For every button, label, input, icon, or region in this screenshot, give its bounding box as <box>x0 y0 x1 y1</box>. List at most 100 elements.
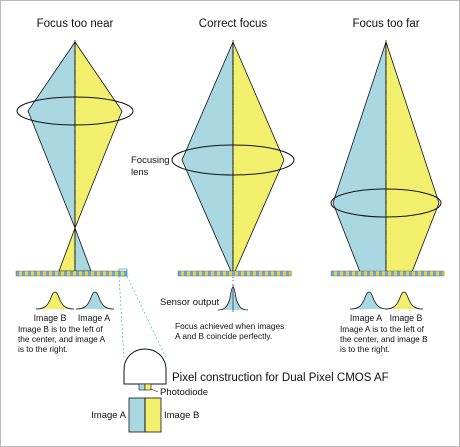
sensor-cell <box>388 271 391 276</box>
sensor-cell <box>412 271 415 276</box>
image-a-label: Image A <box>78 313 110 323</box>
sensor-cell <box>121 271 124 276</box>
sensor-cell <box>277 271 280 276</box>
sensor-cell <box>439 271 442 276</box>
focusing-lens-label-line-2: lens <box>131 167 149 178</box>
sensor-cell <box>118 271 121 276</box>
sensor-cell <box>190 271 193 276</box>
sensor-cell <box>256 271 259 276</box>
sensor-cell <box>352 271 355 276</box>
sensor-cell <box>400 271 403 276</box>
sensor-cell <box>289 271 292 276</box>
sensor-cell <box>442 271 445 276</box>
sensor-cell <box>187 271 190 276</box>
focusing-lens <box>171 144 295 176</box>
pixel-construction-title: Pixel construction for Dual Pixel CMOS A… <box>172 372 389 384</box>
yellow-light-cone <box>232 41 285 277</box>
sensor-cell <box>394 271 397 276</box>
focusing-lens-label-line-1: Focusing <box>131 155 170 166</box>
note-line-2: the center, and image B <box>340 334 428 344</box>
sensor-cell <box>262 271 265 276</box>
sensor-cell <box>70 271 73 276</box>
image-sensor-strip <box>177 270 292 277</box>
sensor-cell <box>268 271 271 276</box>
panel-correct-focus: Correct focus Focusing lens Sensor outpu… <box>131 18 295 341</box>
sensor-cell <box>376 271 379 276</box>
sensor-cell <box>373 271 376 276</box>
image-b-signal-peak <box>35 291 75 310</box>
sensor-cell <box>421 271 424 276</box>
sensor-output-label: Sensor output <box>160 297 220 308</box>
sensor-cell <box>91 271 94 276</box>
note-line-1: Image A is to the left of <box>340 324 425 334</box>
sensor-cell <box>58 271 61 276</box>
sensor-cell <box>436 271 439 276</box>
sensor-cell <box>343 271 346 276</box>
zoom-guide-left <box>118 275 125 359</box>
sensor-cell <box>259 271 262 276</box>
sensor-cell <box>208 271 211 276</box>
sensor-cell <box>397 271 400 276</box>
sensor-cell <box>178 271 181 276</box>
image-a-signal-peak <box>349 291 389 310</box>
focusing-lens <box>16 96 134 126</box>
pixel-zoom-guides <box>118 268 167 359</box>
sensor-cell <box>109 271 112 276</box>
note-line-1: Image B is to the left of <box>18 324 104 334</box>
sensor-cell <box>346 271 349 276</box>
sensor-cell <box>409 271 412 276</box>
sensor-cell <box>46 271 49 276</box>
sensor-cell <box>67 271 70 276</box>
sensor-cell <box>106 271 109 276</box>
sensor-cell <box>349 271 352 276</box>
sensor-cell <box>283 271 286 276</box>
sensor-cell <box>430 271 433 276</box>
sensor-cell <box>202 271 205 276</box>
sensor-cell <box>214 271 217 276</box>
zoom-guide-right <box>126 275 167 359</box>
sensor-cell <box>247 271 250 276</box>
sensor-cell <box>406 271 409 276</box>
sensor-cell <box>238 271 241 276</box>
sensor-cell <box>19 271 22 276</box>
sensor-cell <box>88 271 91 276</box>
sensor-cell <box>28 271 31 276</box>
image-b-signal-peak <box>384 291 424 310</box>
sensor-cell <box>361 271 364 276</box>
sensor-cell <box>379 271 382 276</box>
sensor-cell <box>22 271 25 276</box>
sensor-cell <box>82 271 85 276</box>
sensor-cell <box>250 271 253 276</box>
sensor-cell <box>34 271 37 276</box>
panel-title: Focus too far <box>352 18 419 30</box>
sensor-cell <box>37 271 40 276</box>
sensor-cell <box>85 271 88 276</box>
sensor-cell <box>94 271 97 276</box>
sensor-cell <box>184 271 187 276</box>
sensor-cell <box>253 271 256 276</box>
sensor-cell <box>403 271 406 276</box>
photodiode-leader <box>150 388 159 393</box>
sensor-cell <box>193 271 196 276</box>
sensor-cell <box>337 271 340 276</box>
sensor-cell <box>364 271 367 276</box>
sensor-cell <box>217 271 220 276</box>
photodiode-label: Photodiode <box>160 387 208 398</box>
image-b-label: Image B <box>164 410 199 421</box>
note-line-3: is to the right. <box>340 344 390 354</box>
sensor-cell <box>229 271 232 276</box>
panel-title: Focus too near <box>37 18 114 30</box>
sensor-cell <box>211 271 214 276</box>
sensor-cell <box>196 271 199 276</box>
sensor-cell <box>55 271 58 276</box>
sensor-cell <box>25 271 28 276</box>
sensor-cell <box>199 271 202 276</box>
sensor-cell <box>97 271 100 276</box>
sensor-cell <box>112 271 115 276</box>
sensor-cell <box>385 271 388 276</box>
pixel-construction: Photodiode Pixel construction for Dual P… <box>91 348 389 433</box>
sensor-cell <box>115 271 118 276</box>
sensor-cell <box>76 271 79 276</box>
